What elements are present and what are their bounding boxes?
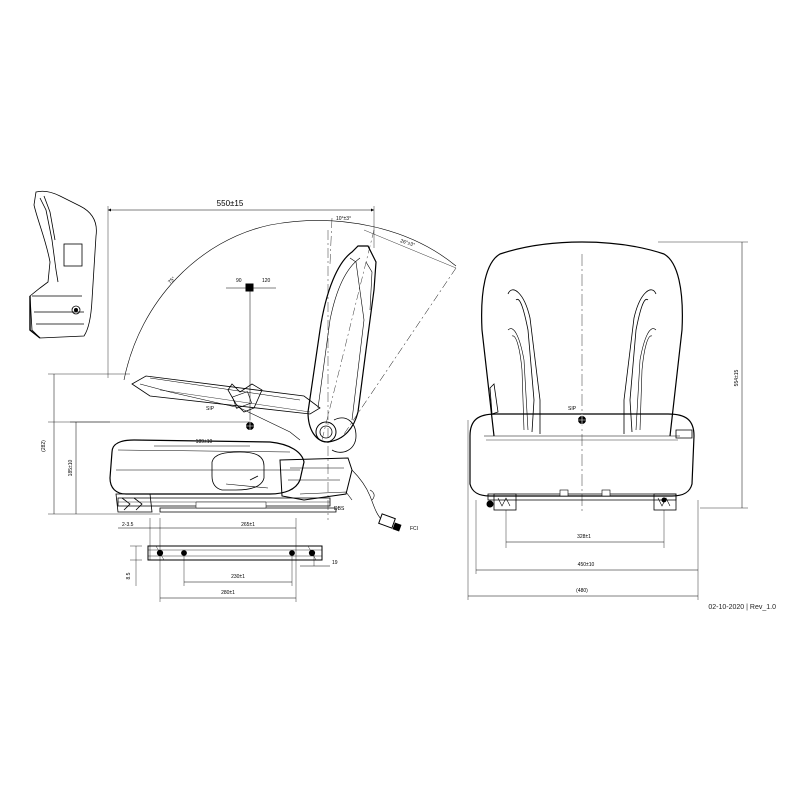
overall-width-dim: (480) [576,588,588,594]
switch-label: DBS [334,506,345,512]
dim-90: 90 [236,278,242,284]
rail-thickness-dim: 8.5 [126,572,132,579]
dim-120: 120 [262,278,271,284]
front-view [467,241,748,600]
rail-length-dim: 265±1 [241,522,255,528]
footer-revision-label: Rev_1.0 [749,604,776,611]
hole-spacing-outer-dim: 280±1 [221,590,235,596]
cable-label: FCI [410,526,418,532]
sip-depth-dim: 189±10 [196,439,213,445]
sip-label-side: SIP [206,406,215,412]
rail-end-dim: 19 [332,560,338,566]
side-detail-view [29,190,97,339]
back-tilt-rear-dim: 26°±3° [399,238,415,248]
sip-label-front: SIP [568,406,577,412]
offset-dim: 2-3.5 [122,522,134,528]
seat-height-dim: (282) [41,440,47,452]
fold-angle-dim: 75° [167,276,177,286]
overall-length-dim: 550±15 [217,199,244,208]
rail-detail-view [118,518,330,602]
back-height-dim: 554±15 [734,369,740,386]
hole-spacing-inner-dim: 230±1 [231,574,245,580]
seat-width-dim: 450±10 [578,562,595,568]
mount-width-dim: 328±1 [577,534,591,540]
footer-revision: 02-10-2020 | Rev_1.0 [708,604,776,611]
footer-date: 02-10-2020 [708,604,745,611]
back-tilt-fwd-dim: 10°±3° [336,216,351,222]
footer-separator: | [746,604,748,611]
cushion-height-dim: 185±10 [68,459,74,476]
side-view [48,206,457,532]
